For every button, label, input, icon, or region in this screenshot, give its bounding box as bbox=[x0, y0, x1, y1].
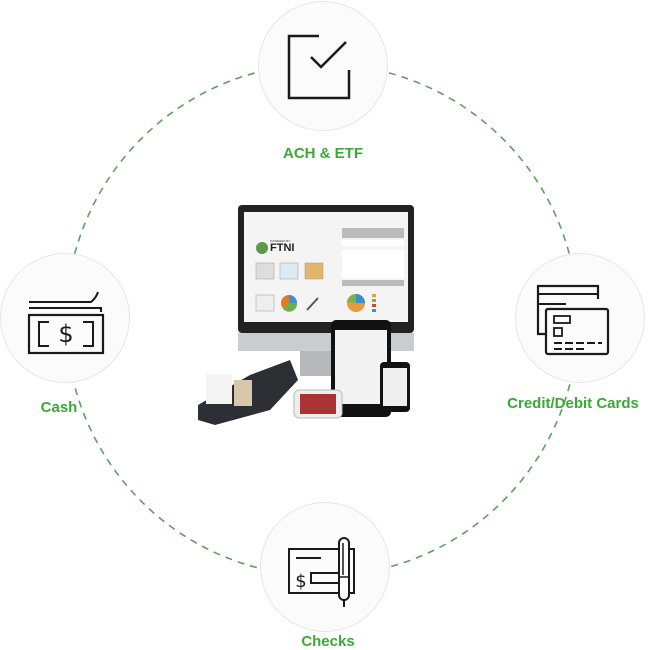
checkbox-icon bbox=[287, 34, 351, 100]
cash-node: $ bbox=[0, 253, 130, 383]
checks-label: Checks bbox=[301, 633, 355, 650]
credit-card-icon bbox=[536, 284, 610, 356]
ftni-logo: POWERED BY FTNI bbox=[270, 239, 295, 254]
svg-text:$: $ bbox=[295, 571, 306, 592]
cards-node bbox=[515, 253, 645, 383]
cash-icon: $ bbox=[27, 291, 105, 355]
ach-node bbox=[258, 1, 388, 131]
cash-label: Cash bbox=[40, 399, 78, 416]
checks-node: $ bbox=[260, 502, 390, 632]
check-pen-icon: $ bbox=[288, 537, 355, 607]
svg-text:$: $ bbox=[58, 320, 73, 348]
ach-label: ACH & ETF bbox=[283, 145, 363, 162]
cards-label: Credit/Debit Cards bbox=[507, 395, 639, 412]
